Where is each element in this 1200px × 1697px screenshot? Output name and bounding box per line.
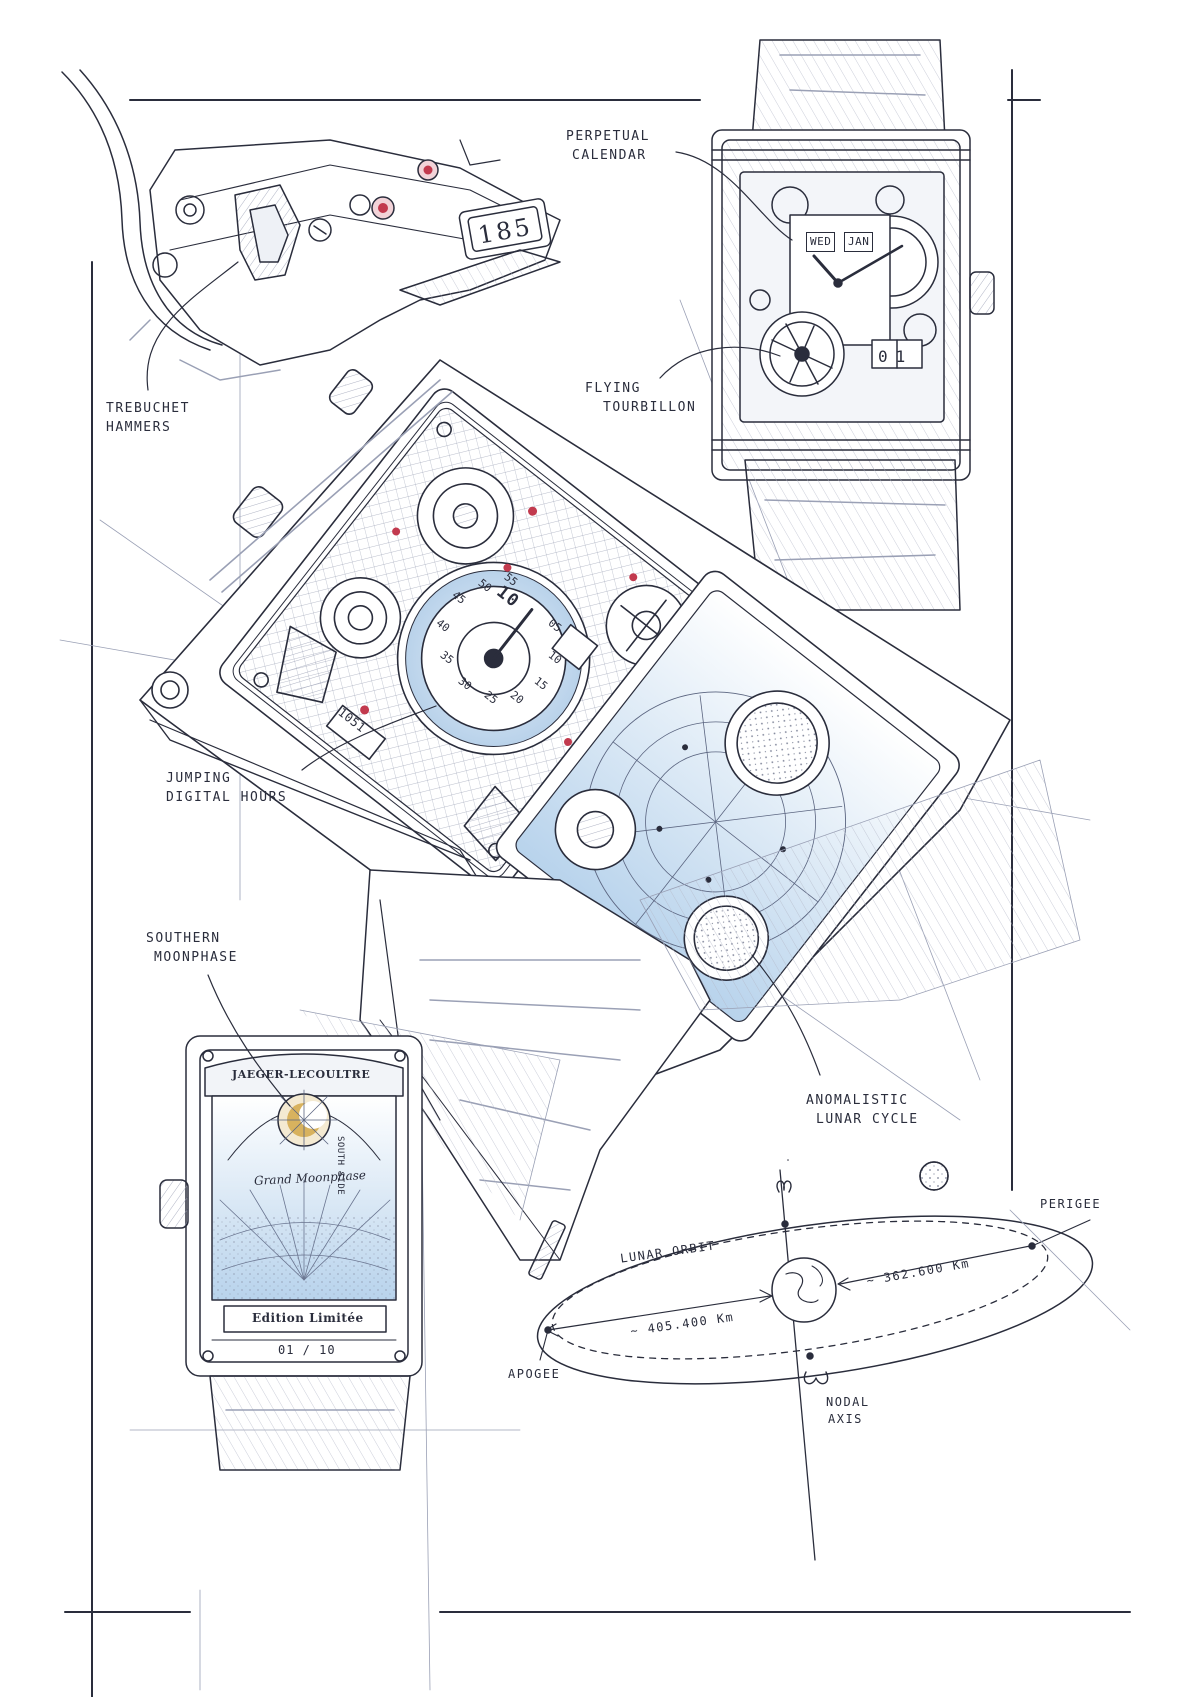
label-perpetual-line-2: CALENDAR xyxy=(572,147,647,163)
lunar-orbit-diagram xyxy=(536,1159,1131,1561)
edition-number: 01 / 10 xyxy=(278,1343,336,1357)
label-jumping-digital-hours: JUMPING DIGITAL HOURS xyxy=(166,770,287,808)
back-brand-name: JAEGER-LECOULTRE xyxy=(232,1068,371,1081)
label-trebuchet-hammers: TREBUCHET HAMMERS xyxy=(106,400,190,438)
label-southern-moonphase: SOUTHERN MOONPHASE xyxy=(140,930,238,968)
label-anomalistic-lunar-cycle: ANOMALISTIC LUNAR CYCLE xyxy=(806,1092,919,1130)
label-perigee: PERIGEE xyxy=(1040,1197,1102,1211)
edition-label: Edition Limitée xyxy=(252,1311,364,1325)
label-jumping-line-1: JUMPING xyxy=(166,771,232,786)
frame-lines xyxy=(64,69,1131,1697)
calendar-day-window: WED xyxy=(806,232,836,252)
label-perpetual-line-1: PERPETUAL xyxy=(566,129,650,144)
back-side-text: SOUTH SIDE xyxy=(335,1136,345,1196)
calendar-month-window: JAN xyxy=(844,232,874,252)
label-anomalistic-line-1: ANOMALISTIC xyxy=(806,1093,909,1108)
calendar-date-digits: 01 xyxy=(878,347,914,366)
label-southern-line-1: SOUTHERN xyxy=(146,931,221,946)
label-nodal-line-2: AXIS xyxy=(828,1412,863,1427)
label-trebuchet-line-2: HAMMERS xyxy=(106,419,172,435)
front-watch xyxy=(659,39,995,611)
label-flying-tourbillon: FLYING TOURBILLON xyxy=(585,380,696,418)
label-nodal-axis: NODAL AXIS xyxy=(820,1394,870,1429)
label-apogee: APOGEE xyxy=(508,1367,561,1381)
label-nodal-line-1: NODAL xyxy=(826,1395,870,1409)
trebuchet-hammers-detail xyxy=(61,69,561,391)
label-tourbillon-line-1: FLYING xyxy=(585,381,641,396)
label-trebuchet-line-1: TREBUCHET xyxy=(106,401,190,416)
label-perpetual-calendar: PERPETUAL CALENDAR xyxy=(566,128,650,166)
label-tourbillon-line-2: TOURBILLON xyxy=(603,399,697,415)
label-southern-line-2: MOONPHASE xyxy=(154,949,238,965)
label-anomalistic-line-2: LUNAR CYCLE xyxy=(816,1111,919,1127)
label-jumping-line-2: DIGITAL HOURS xyxy=(166,789,288,805)
back-watch xyxy=(159,974,423,1471)
